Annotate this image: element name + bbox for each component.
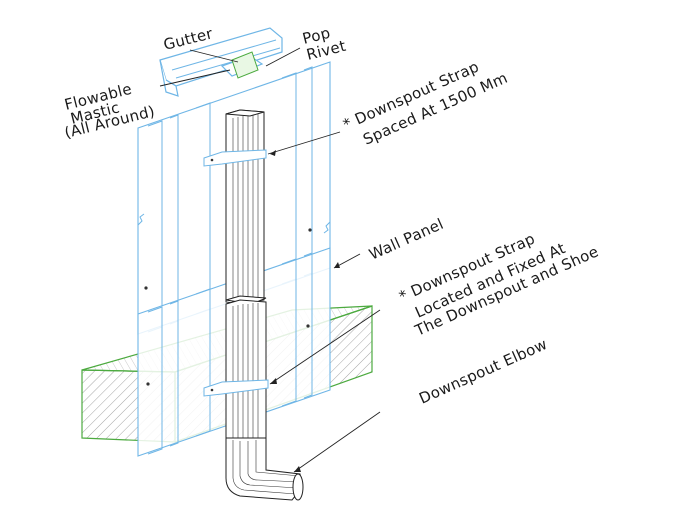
gutter — [159, 27, 283, 97]
mastic-seal — [231, 51, 259, 79]
label-wall-panel: Wall Panel — [366, 215, 446, 264]
fastener-icon — [308, 228, 312, 232]
downspout-strap-upper — [203, 149, 267, 167]
leader-lines — [159, 47, 381, 473]
fastener-icon — [144, 286, 148, 290]
downspout-strap-lower — [203, 379, 269, 397]
label-downspout-elbow: Downspout Elbow — [416, 335, 550, 408]
fastener-icon — [306, 324, 310, 328]
fastener-icon — [146, 382, 150, 386]
